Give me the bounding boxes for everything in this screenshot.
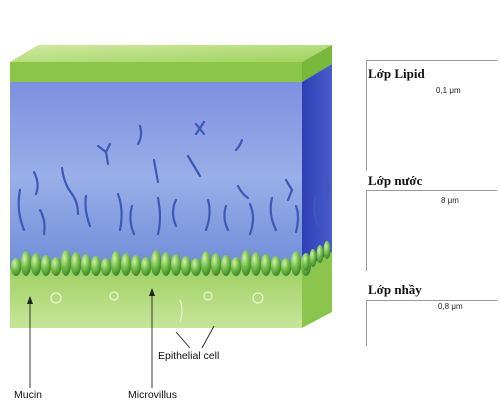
mucous-layer-box xyxy=(366,300,497,346)
lipid-layer-top xyxy=(10,45,332,62)
microvillus xyxy=(50,257,62,276)
microvillus xyxy=(140,257,152,276)
microvillus xyxy=(230,257,242,276)
lipid-layer-side xyxy=(302,45,332,82)
microvillus xyxy=(302,253,310,271)
microvillus-arrowhead xyxy=(149,288,155,296)
aqueous-layer-label: Lớp nước xyxy=(368,173,423,188)
microvillus xyxy=(210,253,222,276)
microvillus xyxy=(60,250,72,276)
microvillus xyxy=(220,255,232,276)
microvillus xyxy=(90,256,102,276)
microvillus xyxy=(170,254,182,276)
microvillus xyxy=(290,251,302,276)
microvillus xyxy=(70,252,82,276)
microvillus xyxy=(10,258,22,276)
microvillus xyxy=(323,241,331,259)
microvillus xyxy=(160,252,172,276)
microvillus xyxy=(180,256,192,276)
microvillus xyxy=(80,254,92,276)
microvillus xyxy=(270,256,282,276)
epithelial-cell-leader-right xyxy=(201,325,215,349)
lipid-layer-front xyxy=(10,62,302,82)
mucous-layer-label: Lớp nhầy xyxy=(368,282,422,297)
aqueous-layer-thickness: 8 μm xyxy=(441,196,459,205)
mucin-strands xyxy=(17,120,330,236)
mucin-label: Mucin xyxy=(14,389,43,401)
aqueous-layer-side xyxy=(302,64,332,276)
microvillus xyxy=(120,253,132,276)
microvillus xyxy=(250,252,262,276)
microvillus xyxy=(110,251,122,276)
microvillus-label: Microvillus xyxy=(128,389,178,401)
aqueous-layer-front xyxy=(10,82,302,274)
epithelial-cell-leader-left xyxy=(175,331,191,349)
microvillus xyxy=(260,254,272,276)
microvillus xyxy=(190,258,202,276)
microvillus xyxy=(240,250,252,276)
microvillus xyxy=(30,253,42,276)
microvillus xyxy=(316,245,324,263)
microvillus xyxy=(20,251,32,276)
microvillus xyxy=(130,255,142,276)
microvilli xyxy=(10,241,331,276)
microvillus xyxy=(100,258,112,276)
epithelial-cell-outlines xyxy=(50,291,264,323)
epithelial-cell-label: Epithelial cell xyxy=(158,350,220,362)
microvillus xyxy=(309,249,317,267)
mucin-arrowhead xyxy=(27,296,33,304)
lipid-layer-thickness: 0,1 μm xyxy=(436,86,461,95)
aqueous-layer-box xyxy=(366,190,497,271)
mucous-layer-thickness: 0,8 μm xyxy=(438,302,463,311)
microvillus xyxy=(150,250,162,276)
microvillus xyxy=(40,255,52,276)
lipid-layer-label: Lớp Lipid xyxy=(368,66,425,81)
microvillus xyxy=(200,251,212,276)
microvillus xyxy=(280,258,292,276)
epithelium-front xyxy=(10,268,302,328)
lipid-layer-box xyxy=(366,60,497,171)
